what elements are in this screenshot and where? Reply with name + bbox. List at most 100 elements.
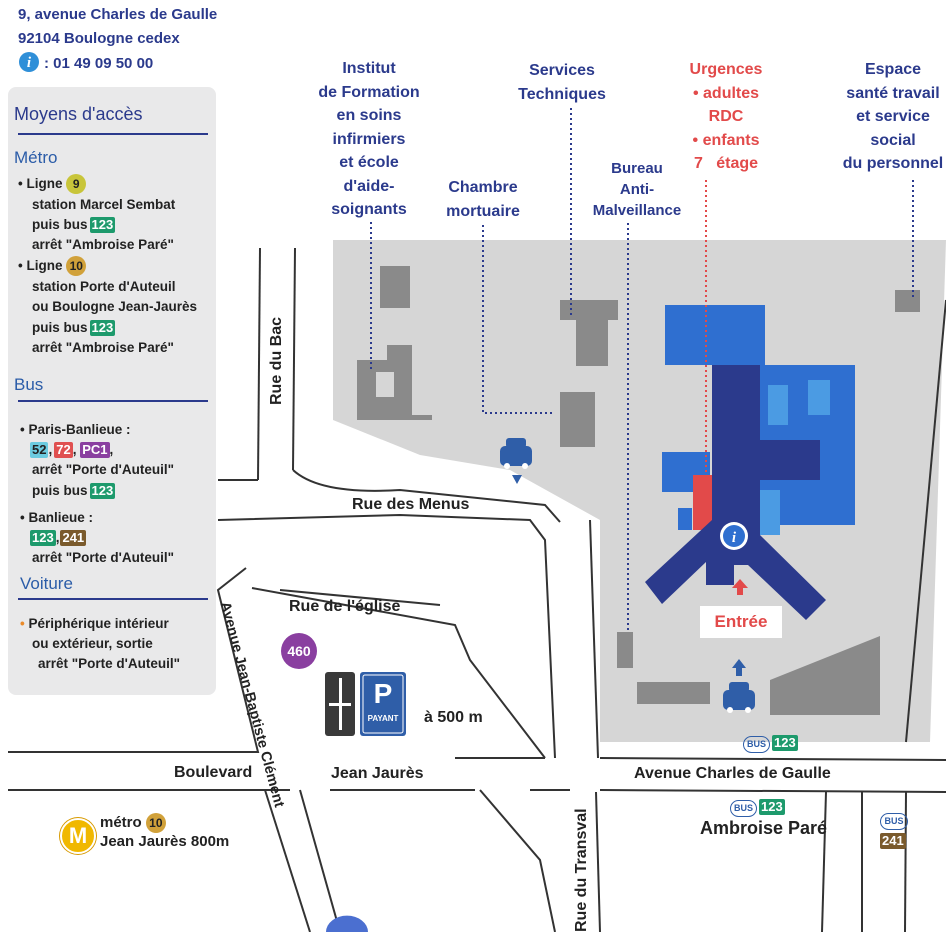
bus-prefix: puis bus — [32, 217, 88, 232]
bus-pc1-badge: PC1 — [80, 442, 110, 458]
line9-stop: arrêt "Ambroise Paré" — [32, 237, 174, 252]
parking-distance: à 500 m — [424, 709, 483, 726]
bus-123-badge: 123 — [759, 799, 785, 815]
label-line: soignants — [331, 201, 407, 218]
label-line: Techniques — [518, 85, 606, 103]
label-line: santé travail — [846, 84, 940, 102]
label-bureau: Bureau Anti- Malveillance — [584, 158, 690, 221]
bus-123-badge: 123 — [89, 217, 116, 233]
label-line: et école — [339, 154, 399, 171]
label-line: du personnel — [842, 155, 944, 172]
line9-station: station Marcel Sembat — [32, 197, 176, 212]
divider — [18, 133, 208, 135]
car-line1: • Périphérique intérieur — [20, 614, 169, 635]
bus-banlieue-label: • Banlieue : — [20, 510, 93, 525]
label-line: de Formation — [318, 83, 420, 101]
entrance-label: Entrée — [700, 606, 782, 638]
bullet-icon: • — [20, 616, 25, 631]
svg-text:i: i — [732, 530, 737, 546]
bus-heading: Bus — [14, 375, 44, 394]
bus-123-badge: 123 — [772, 735, 798, 751]
metro-station: Jean Jaurès 800m — [100, 833, 230, 850]
parking-barrier-icon — [325, 672, 355, 736]
metro-heading: Métro — [14, 148, 58, 167]
label-line: Services — [529, 62, 595, 79]
car-heading: Voiture — [20, 574, 73, 593]
info-icon: i — [720, 522, 748, 550]
bus-paris-stop: arrêt "Porte d'Auteuil" — [32, 462, 175, 477]
phone-info-icon: i — [19, 52, 39, 72]
label-urgences: Urgences • adultes RDC • enfants 7 étage — [680, 58, 772, 176]
address-street: 9, avenue Charles de Gaulle — [18, 6, 218, 23]
street-jean-jaures: Jean Jaurès — [331, 765, 424, 782]
access-panel: Moyens d'accès Métro • Ligne 9 station M… — [8, 87, 216, 695]
label-line: Institut — [342, 60, 396, 77]
car-line3: arrêt "Porte d'Auteuil" — [38, 656, 181, 671]
bus-52-badge: 52 — [30, 442, 49, 458]
bus-72-badge: 72 — [54, 442, 73, 458]
panel-title: Moyens d'accès — [14, 104, 143, 124]
bus-241-badge: 241 — [880, 833, 906, 849]
car-icon — [500, 438, 532, 484]
metro-line9: • Ligne 9 — [18, 174, 87, 195]
bus-icon: BUS — [743, 736, 771, 753]
bus-123-badge: 123 — [89, 320, 116, 336]
line-prefix: • Ligne — [18, 258, 63, 273]
bus-460-badge: 460 — [281, 633, 317, 669]
line10-badge: 10 — [66, 256, 87, 276]
bus-icon: BUS — [730, 800, 758, 817]
line9-badge: 9 — [66, 174, 87, 194]
metro-word: métro — [100, 814, 142, 831]
street-rue-du-bac: Rue du Bac — [268, 316, 285, 405]
street-avenue-cdg: Avenue Charles de Gaulle — [634, 765, 831, 782]
label-line: Urgences — [689, 61, 763, 78]
label-line: d'aide- — [343, 177, 395, 195]
metro-line-label: métro 10 — [100, 812, 166, 834]
label-line: social — [870, 131, 916, 149]
bus-paris-label: • Paris-Banlieue : — [20, 422, 131, 437]
label-line: RDC — [708, 108, 744, 125]
label-line: infirmiers — [332, 130, 406, 148]
label-line: Bureau — [611, 160, 663, 177]
bus-123-badge: 123 — [89, 483, 116, 499]
bus-banlieue-badges: 123,241 — [30, 530, 87, 546]
label-line: 7 étage — [693, 155, 759, 172]
label-line: mortuaire — [446, 202, 520, 220]
address-city: 92104 Boulogne cedex — [18, 30, 180, 47]
line10-station1: station Porte d'Auteuil — [32, 279, 176, 294]
label-line: • enfants — [692, 131, 760, 149]
metro-line10: • Ligne 10 — [18, 256, 87, 277]
stop-ambroise-pare: Ambroise Paré — [700, 818, 828, 838]
bus-prefix: puis bus — [32, 483, 88, 498]
label-line: et service — [856, 108, 930, 125]
svg-text:i: i — [27, 55, 32, 71]
label-chambre: Chambre mortuaire — [436, 176, 530, 223]
hospital-building — [645, 305, 855, 620]
partial-icon — [326, 915, 368, 932]
label-line: • adultes — [692, 84, 760, 102]
divider — [18, 400, 208, 402]
parking-payant-label: PAYANT — [367, 714, 399, 723]
label-espace: Espace santé travail et service social d… — [838, 58, 946, 176]
metro-icon: M — [60, 818, 96, 854]
metro-10-badge: 10 — [145, 813, 166, 833]
label-line: Anti- — [619, 181, 655, 198]
road-lines — [8, 247, 946, 932]
parking-sign — [360, 672, 406, 736]
street-rue-transval: Rue du Transval — [573, 808, 590, 932]
label-institut: Institut de Formation en soins infirmier… — [310, 57, 428, 222]
label-line: en soins — [336, 107, 402, 124]
car-line2: ou extérieur, sortie — [32, 636, 153, 651]
line10-station2: ou Boulogne Jean-Jaurès — [32, 299, 198, 314]
bus-icon: BUS — [880, 813, 908, 830]
label-line: Malveillance — [592, 202, 682, 219]
line-prefix: • Ligne — [18, 176, 63, 191]
divider — [18, 598, 208, 600]
car-text: Périphérique intérieur — [28, 616, 169, 631]
bus-banlieue-stop: arrêt "Porte d'Auteuil" — [32, 550, 175, 565]
label-services: Services Techniques — [510, 59, 614, 106]
buildings — [357, 266, 920, 715]
